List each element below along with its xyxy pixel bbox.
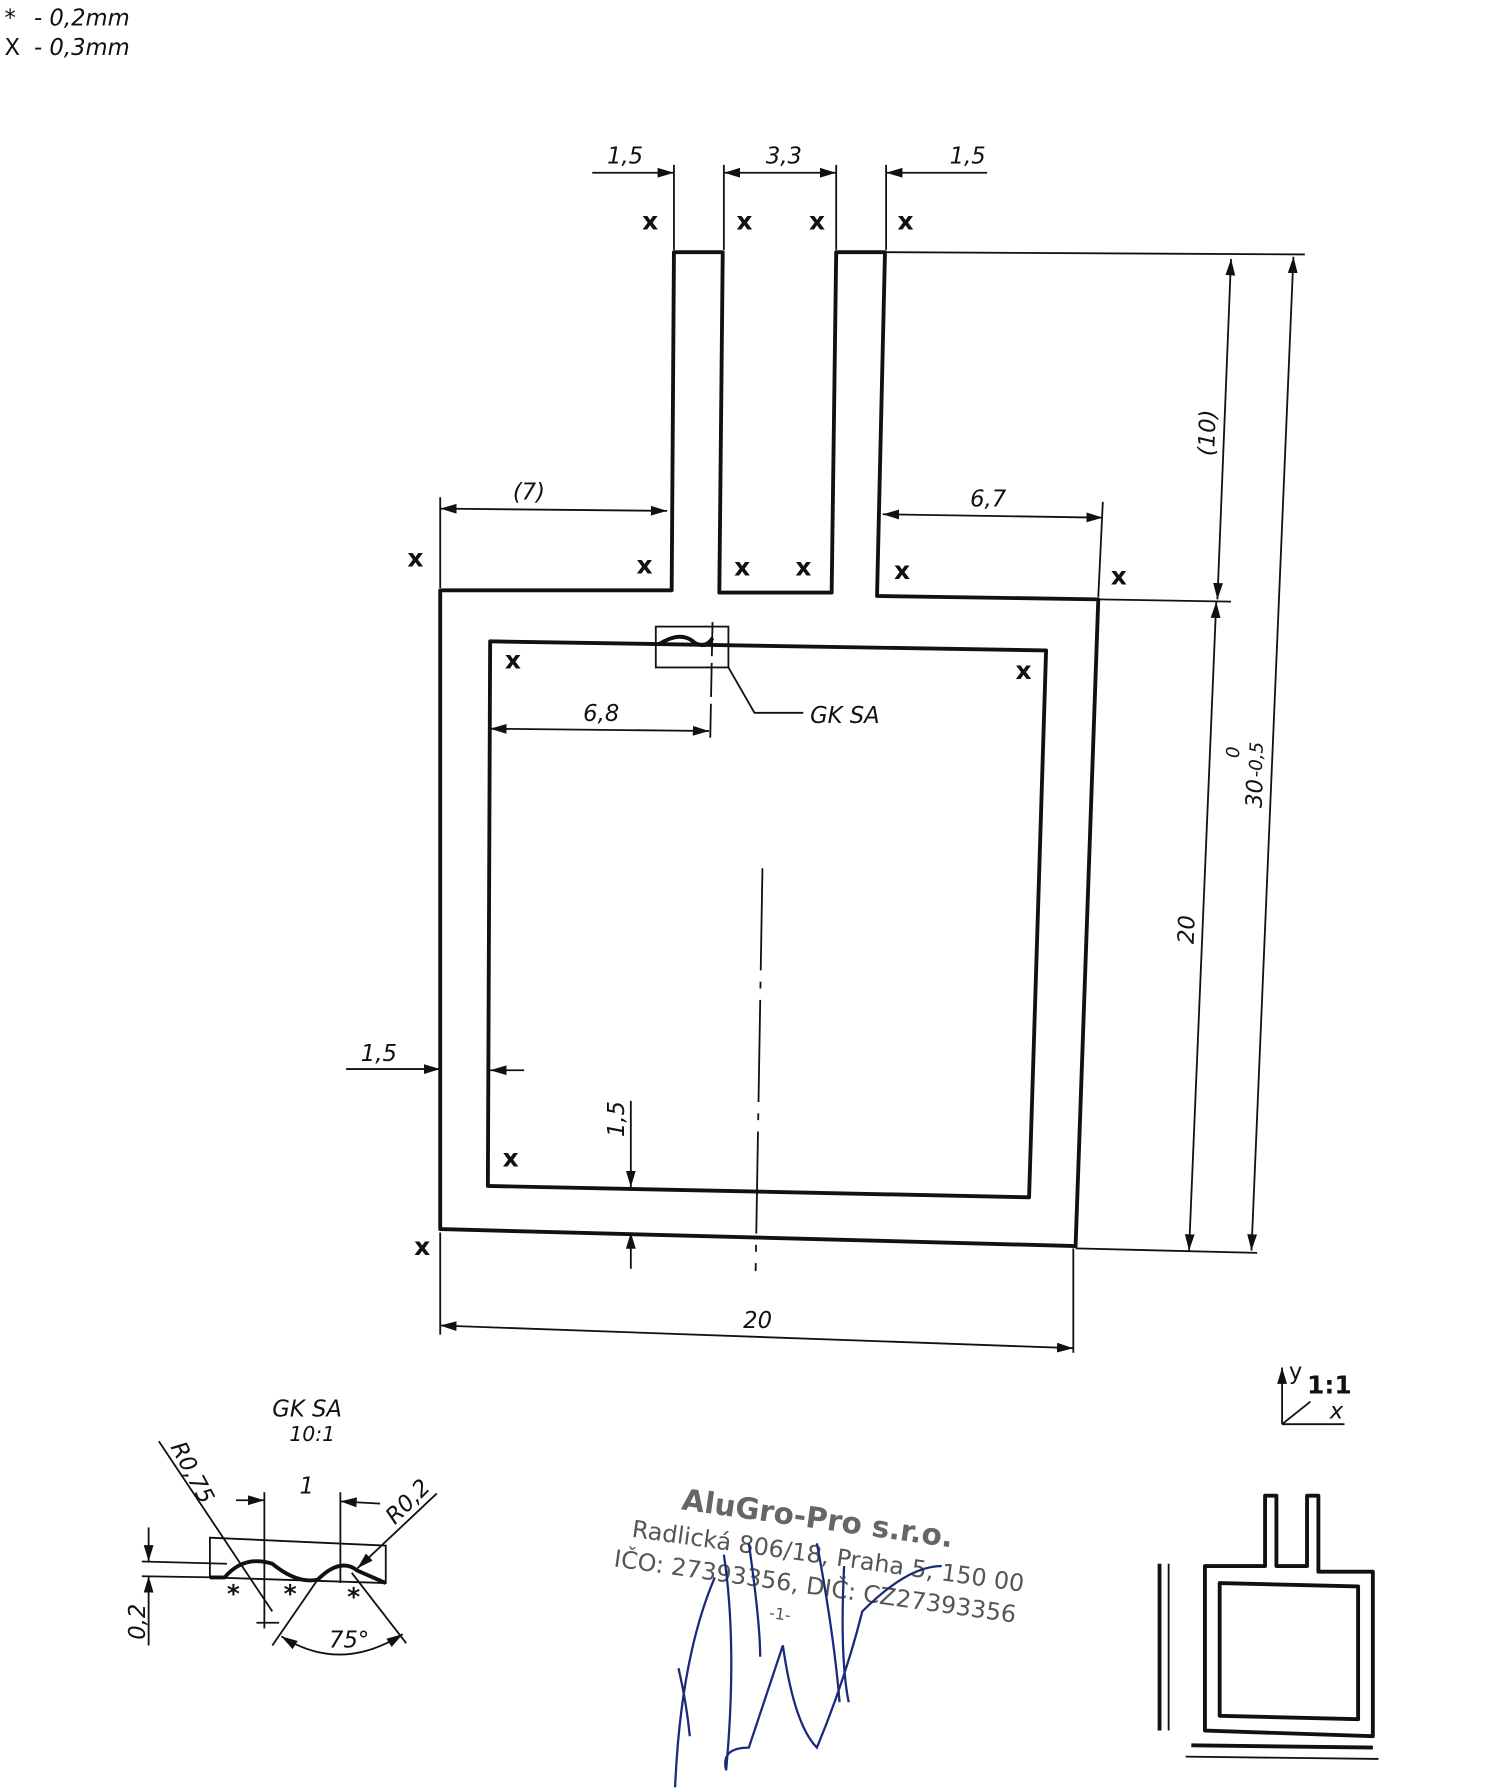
axis-y-label: y — [1289, 1359, 1302, 1385]
x-marker: x — [1015, 656, 1031, 685]
x-marker: x — [505, 646, 521, 675]
signature — [673, 1543, 942, 1788]
detail-angle: 75° — [329, 1628, 369, 1654]
x-marker: x — [642, 206, 658, 235]
profile-inner-outline — [485, 639, 1049, 1200]
legend-x-symbol: X — [5, 35, 21, 61]
axis-x-label: x — [1329, 1399, 1344, 1425]
profile-thumbnail — [1157, 1493, 1379, 1760]
detail-star: * — [284, 1579, 297, 1608]
detail-view-gk-sa: GK SA 10:1 R0,75 1 R0,2 0,2 * * * 75° — [125, 1396, 438, 1656]
dim-total-height: 30 — [1242, 779, 1269, 809]
profile-outer-outline — [438, 250, 1101, 1249]
dim-total-tol-upper: 0 — [1223, 746, 1244, 758]
x-marker: x — [894, 556, 910, 585]
detail-reference-label: GK SA — [810, 703, 880, 729]
width-dimension: 20 — [439, 1232, 1075, 1353]
detail-depth: 0,2 — [125, 1604, 151, 1640]
dim-body-height: 20 — [1174, 915, 1201, 945]
stamp-page: -1- — [768, 1603, 792, 1625]
dim-top-gap: 3,3 — [766, 144, 802, 170]
x-marker: x — [503, 1144, 519, 1173]
legend-star-value: - 0,2mm — [34, 5, 130, 31]
detail-radius-large: R0,75 — [165, 1438, 219, 1509]
x-marker: x — [407, 543, 423, 572]
dim-right-shoulder: 6,7 — [970, 486, 1007, 512]
centerline — [754, 868, 764, 1272]
wall-dimensions: 1,5 1,5 — [346, 1041, 636, 1269]
dim-left-shoulder: (7) — [513, 480, 545, 506]
height-dimensions: (10) 20 30 0 -0,5 — [884, 251, 1305, 1254]
x-marker: x — [897, 206, 913, 235]
dim-wall-left: 1,5 — [361, 1041, 397, 1067]
x-marker: x — [736, 206, 752, 235]
detail-title: GK SA — [272, 1396, 342, 1422]
detail-marker-box — [654, 625, 730, 669]
scale-badge: y 1:1 x — [1277, 1359, 1352, 1426]
x-marker: x — [414, 1232, 430, 1261]
dim-body-width: 20 — [743, 1308, 772, 1334]
x-marker: x — [795, 553, 811, 582]
detail-scale: 10:1 — [289, 1422, 335, 1446]
detail-star: * — [227, 1579, 240, 1608]
groove-centerline — [709, 622, 714, 738]
x-markers: x x x x x x x x x x x x x x — [407, 206, 1127, 1261]
x-marker: x — [1111, 562, 1127, 591]
dim-top-left-slot: 1,5 — [607, 144, 643, 170]
x-marker: x — [734, 553, 750, 582]
top-dimensions: 1,5 3,3 1,5 — [592, 144, 988, 250]
dim-groove-offset: 6,8 — [583, 701, 619, 727]
tolerance-legend: * - 0,2mm X - 0,3mm — [5, 5, 130, 60]
legend-x-value: - 0,3mm — [34, 35, 130, 61]
dim-wall-bottom: 1,5 — [604, 1101, 630, 1137]
groove — [657, 634, 715, 647]
detail-width: 1 — [300, 1473, 314, 1499]
x-marker: x — [809, 206, 825, 235]
scale-label: 1:1 — [1307, 1371, 1352, 1400]
x-marker: x — [637, 550, 653, 579]
detail-star: * — [347, 1583, 360, 1612]
groove-dimension: 6,8 GK SA — [490, 666, 880, 736]
shoulder-dimensions: (7) 6,7 — [439, 480, 1104, 598]
dim-tab-height: (10) — [1194, 409, 1222, 456]
dim-top-right-slot: 1,5 — [950, 144, 986, 170]
dim-total-tol-lower: -0,5 — [1246, 742, 1268, 778]
legend-star-symbol: * — [5, 5, 16, 31]
